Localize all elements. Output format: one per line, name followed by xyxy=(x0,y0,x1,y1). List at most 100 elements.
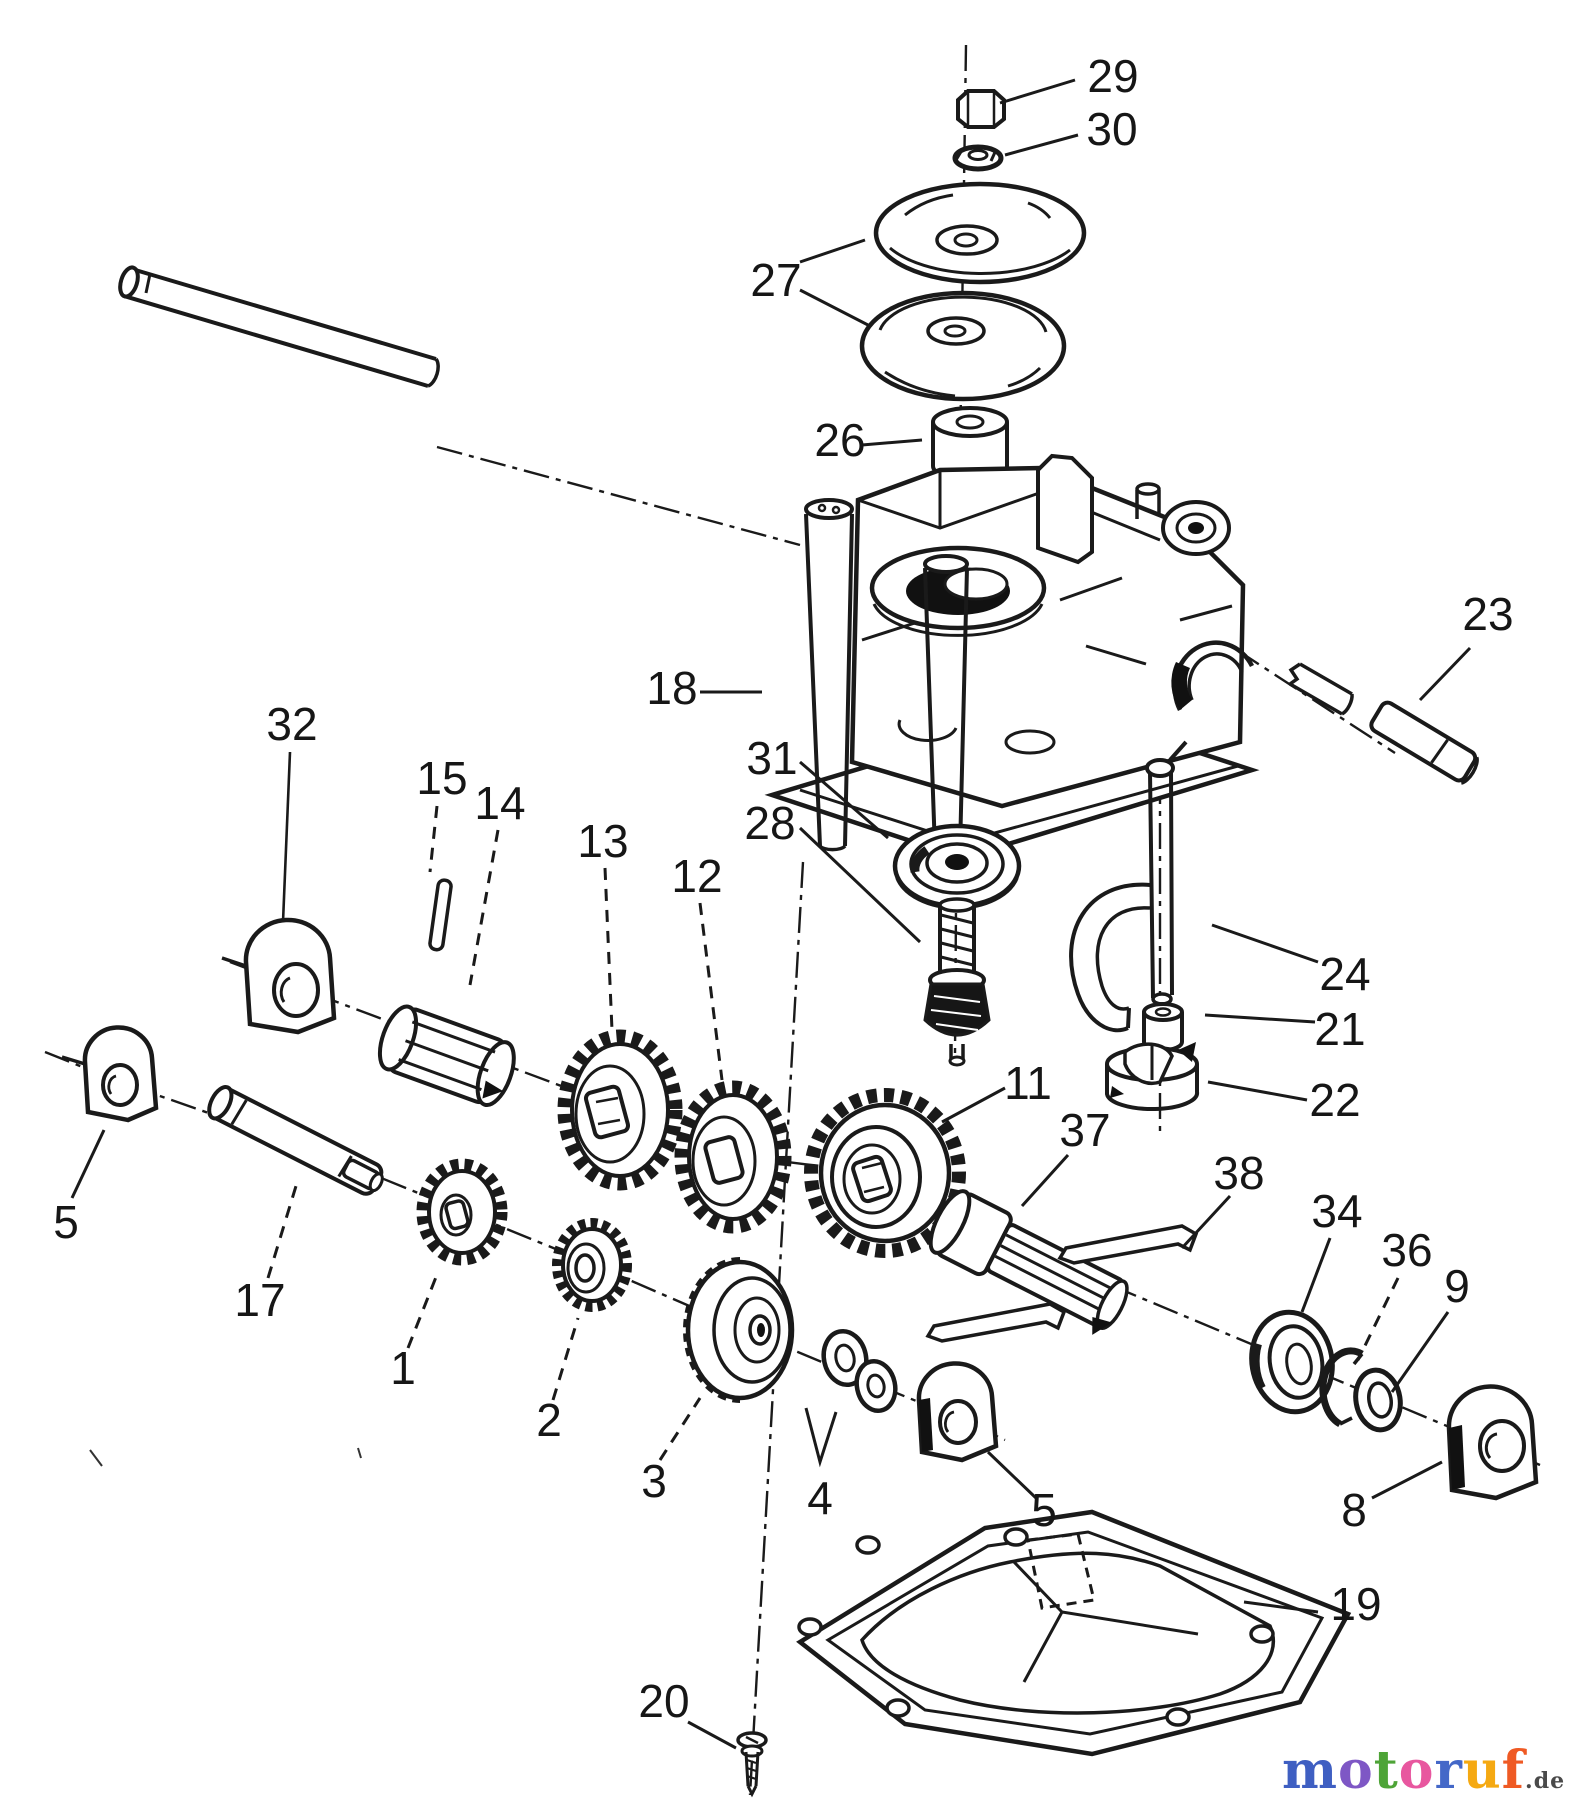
callout-29: 29 xyxy=(1087,50,1138,102)
gear-bore xyxy=(444,1199,470,1231)
leader-36 xyxy=(1356,1277,1400,1361)
fork-arm-inner xyxy=(1095,906,1151,1011)
leader-13 xyxy=(603,867,614,1031)
callout-28: 28 xyxy=(744,797,795,849)
drum-recess xyxy=(733,1296,781,1364)
gear-teeth xyxy=(416,1158,508,1266)
tube-sides xyxy=(123,267,437,388)
screw-tip xyxy=(746,1785,758,1798)
lock-washer-30 xyxy=(952,144,1004,172)
ring-body xyxy=(1319,1347,1364,1428)
bushing-21 xyxy=(1142,1002,1184,1052)
leader-8 xyxy=(1371,1460,1443,1500)
callout-32: 32 xyxy=(266,698,317,750)
surface-details xyxy=(861,576,1233,742)
gear-teeth xyxy=(804,1088,966,1258)
leader-15 xyxy=(428,805,439,873)
left-tower-hole xyxy=(817,503,827,513)
bearing-mount-5-bottom xyxy=(916,1361,999,1463)
leader-34 xyxy=(1300,1237,1332,1313)
center-tower-sides xyxy=(923,567,969,851)
callout-5-left: 5 xyxy=(53,1196,79,1248)
leader-30 xyxy=(1004,133,1079,157)
pulley-bore xyxy=(953,232,979,248)
drum-bore xyxy=(757,1323,765,1337)
gear-ring xyxy=(830,1125,922,1229)
stray-mark xyxy=(357,1447,362,1459)
screw-threads xyxy=(746,1758,757,1781)
shift-cam-22 xyxy=(1105,1042,1200,1112)
gear-face xyxy=(842,1143,902,1215)
drum-face xyxy=(712,1276,792,1384)
leader-12 xyxy=(698,902,724,1081)
watermark-letter: o xyxy=(1399,1740,1435,1800)
cover-pan-19 xyxy=(796,1509,1352,1757)
drum-body xyxy=(685,1259,795,1401)
leader-24 xyxy=(1211,923,1319,964)
washer-hole xyxy=(967,149,989,161)
watermark-letter: r xyxy=(1434,1740,1462,1800)
arch-shadow xyxy=(1171,662,1192,710)
bearing-bore xyxy=(945,854,969,870)
callout-20: 20 xyxy=(638,1675,689,1727)
callout-5-bottom: 5 xyxy=(1031,1484,1057,1536)
callout-31: 31 xyxy=(746,732,797,784)
key-body xyxy=(1057,1224,1199,1265)
axis-lines xyxy=(44,44,1541,1796)
gear-12 xyxy=(674,1080,792,1234)
roll-pin-15 xyxy=(428,878,453,952)
callout-21: 21 xyxy=(1314,1003,1365,1055)
callout-18: 18 xyxy=(646,662,697,714)
cam-notch-2 xyxy=(1110,1086,1124,1098)
gear-face xyxy=(566,1242,606,1294)
callout-labels: 29 30 27 26 23 18 32 31 15 14 28 13 12 2… xyxy=(53,50,1513,1727)
leader-1 xyxy=(406,1271,440,1349)
mount-shadow xyxy=(919,1398,933,1452)
nut-body xyxy=(956,89,1006,129)
mount-bore-inner xyxy=(279,976,291,1003)
left-tower-top xyxy=(804,498,854,520)
callout-8: 8 xyxy=(1341,1484,1367,1536)
leader-38 xyxy=(1180,1194,1232,1250)
ball-bearing-31 xyxy=(892,823,1022,910)
axis-tube xyxy=(436,445,801,547)
leader-14 xyxy=(468,829,500,986)
bevel-gear-11 xyxy=(804,1088,966,1258)
axle-tube xyxy=(118,265,440,388)
mount-bore xyxy=(1478,1419,1526,1473)
washer-hole xyxy=(1367,1381,1393,1419)
mount-bore xyxy=(938,1399,978,1445)
gear-teeth xyxy=(552,1218,632,1312)
coupling-14 xyxy=(377,1004,516,1108)
gear-13 xyxy=(557,1029,683,1191)
left-tower-sides xyxy=(804,513,854,847)
leader-5-bottom xyxy=(986,1450,1038,1500)
pan-cavity xyxy=(860,1551,1276,1715)
hub-bore-inner xyxy=(943,567,1009,601)
bearing-mount-8 xyxy=(1446,1384,1539,1501)
spacer-bushing-26 xyxy=(931,406,1009,482)
drum-gear-3 xyxy=(683,1257,795,1403)
callout-19: 19 xyxy=(1330,1578,1381,1630)
leader-2 xyxy=(551,1317,580,1401)
callout-13: 13 xyxy=(577,815,628,867)
pan-hole xyxy=(1249,1624,1275,1644)
fork-rod xyxy=(1148,771,1174,999)
leader-20 xyxy=(687,1720,737,1750)
pan-hole xyxy=(885,1698,911,1718)
callout-38: 38 xyxy=(1213,1147,1264,1199)
mount-bore xyxy=(272,962,320,1018)
callout-11: 11 xyxy=(1004,1057,1052,1109)
callout-30: 30 xyxy=(1086,103,1137,155)
gear-teeth xyxy=(557,1029,683,1191)
leader-lines xyxy=(70,78,1472,1750)
pulley-face-arcs xyxy=(884,366,1042,398)
pin-end xyxy=(1460,756,1479,785)
pulley-face-arcs xyxy=(904,193,1052,219)
leader-32 xyxy=(281,751,292,923)
axis-upper-gear-train xyxy=(229,960,1541,1467)
pulley-dome xyxy=(878,295,1048,333)
watermark-letter: m xyxy=(1282,1740,1338,1800)
